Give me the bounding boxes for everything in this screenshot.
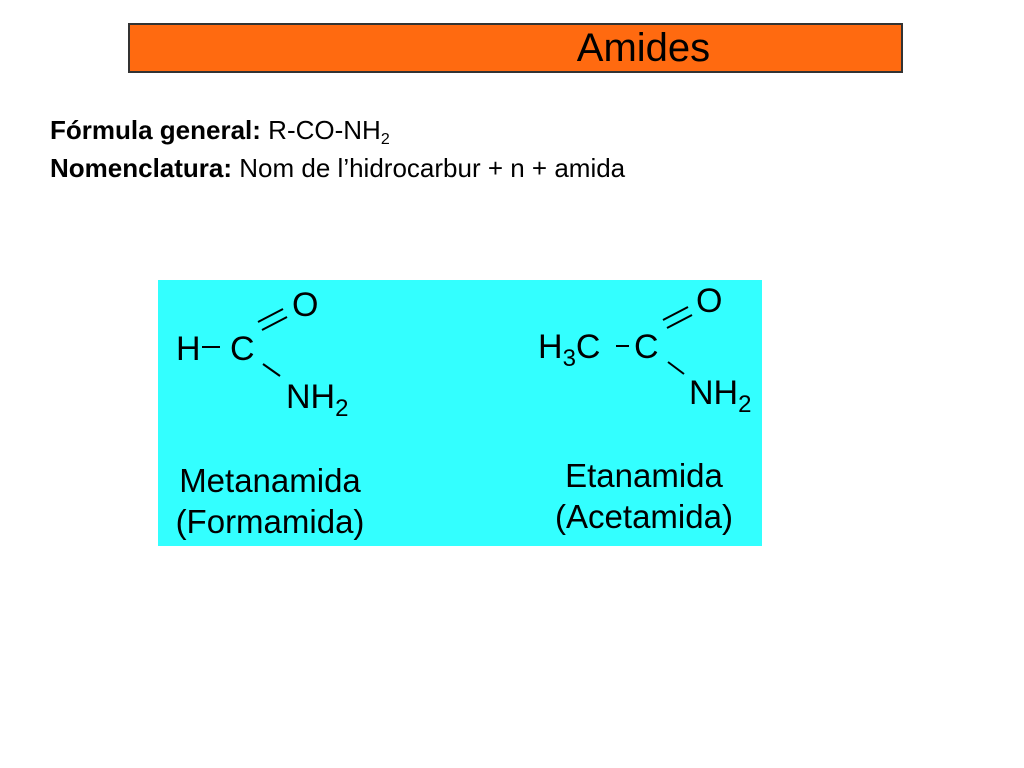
info-block: Fórmula general: R-CO-NH2 Nomenclatura: …: [50, 111, 625, 187]
atom-h: H: [176, 330, 201, 368]
molecule-metanamida: H C O NH2 Metanamida (Formamida): [176, 286, 365, 540]
bond-double-1: [257, 308, 284, 323]
formula-label: Fórmula general:: [50, 115, 261, 145]
nomenclature-line: Nomenclatura: Nom de l’hidrocarbur + n +…: [50, 149, 625, 187]
molecule-alt-name: (Acetamida): [555, 498, 733, 535]
bond-double-1: [662, 306, 689, 321]
molecule-name: Etanamida: [565, 457, 723, 494]
bond-double-2: [261, 316, 288, 331]
molecule-name: Metanamida: [179, 462, 361, 499]
page-title: Amides: [576, 26, 711, 70]
molecule-alt-name: (Formamida): [176, 503, 365, 540]
molecule-diagram: H C O NH2 Metanamida (Formamida) H3C C O…: [176, 282, 752, 540]
molecule-panel: H C O NH2 Metanamida (Formamida) H3C C O…: [158, 280, 762, 546]
formula-value: R-CO-NH: [268, 115, 381, 145]
bond-single-n: [667, 361, 685, 375]
atom-o: O: [292, 286, 318, 324]
atom-c: C: [634, 328, 659, 366]
group-nh: NH2: [286, 378, 348, 422]
group-h3c: H3C: [538, 328, 600, 372]
nomenclature-value: Nom de l’hidrocarbur + n + amida: [239, 153, 626, 183]
molecule-etanamida: H3C C O NH2 Etanamida (Acetamida): [538, 282, 751, 535]
bond-single-n: [262, 363, 281, 377]
formula-line: Fórmula general: R-CO-NH2: [50, 111, 625, 149]
bond-double-2: [666, 314, 693, 329]
title-banner: Amides: [128, 23, 903, 73]
atom-o: O: [696, 282, 722, 320]
nomenclature-label: Nomenclatura:: [50, 153, 233, 183]
atom-c: C: [230, 330, 255, 368]
group-nh: NH2: [689, 374, 751, 418]
formula-subscript: 2: [380, 131, 390, 148]
